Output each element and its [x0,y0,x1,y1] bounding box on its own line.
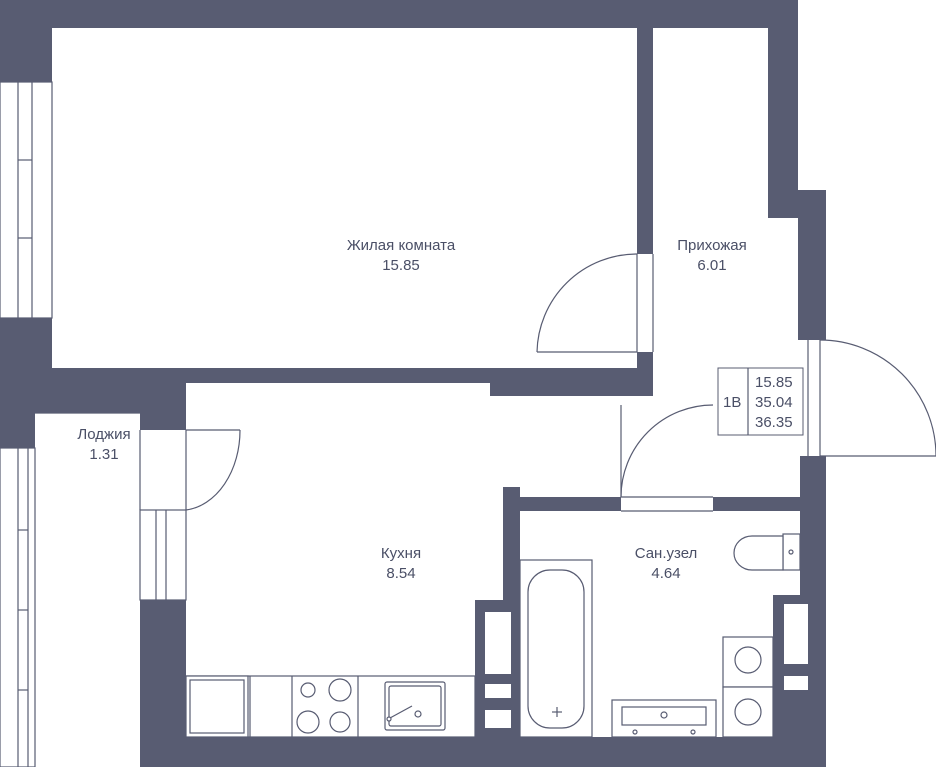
door-loggia [185,429,241,511]
bathroom-name: Сан.узел [635,545,698,562]
wall-outer-left-bottom [0,413,35,448]
loggia-name: Лоджия [77,426,130,443]
wall-living-bottom-step [490,368,652,396]
door-bathroom [620,404,714,512]
room-labels: Жилая комната 15.85 Прихожая 6.01 Лоджия… [77,237,746,582]
kitchen-fixtures [185,675,476,738]
kitchen-name: Кухня [381,545,421,562]
wall-outer-right-top [768,0,798,218]
shaft-details [485,604,808,728]
wall-partition-living-hall-top [637,28,653,254]
living-room-name: Жилая комната [347,237,456,254]
apartment-type: 1В [723,394,741,411]
hall-name: Прихожая [677,237,747,254]
toilet [733,533,801,571]
hall-area: 6.01 [697,257,726,274]
washbasin [611,699,717,738]
walls [0,0,826,767]
doors [185,253,936,512]
wall-outer-right-mid [798,190,826,340]
summary-living-area: 15.85 [755,374,793,391]
cooktop [296,678,352,734]
window-kitchen [139,509,187,601]
bath-fixtures [519,533,801,738]
windows [0,81,187,767]
door-living [536,253,654,353]
shaft-right-cell-2 [784,676,808,690]
wall-partition-living-hall-bottom [637,352,653,396]
wall-bath-top-right [713,497,813,511]
washing-machines [722,636,774,738]
bathroom-area: 4.64 [651,565,680,582]
summary-total-with-loggia: 36.35 [755,414,793,431]
wall-outer-top [0,0,798,28]
fridge-inner [189,679,245,734]
shaft-cell-1 [485,612,511,674]
door-entrance [807,339,936,457]
wall-outer-left-upper [0,0,52,82]
sink [384,681,446,731]
wall-bath-top-left [503,497,621,511]
shaft-cell-2 [485,684,511,698]
bathtub [519,559,593,738]
living-room-area: 15.85 [382,257,420,274]
area-summary: 1В 15.85 35.04 36.35 [717,367,804,436]
loggia-outline [35,412,141,510]
wall-outer-bottom [140,737,826,767]
loggia-area: 1.31 [89,446,118,463]
summary-total-area: 35.04 [755,394,793,411]
kitchen-area: 8.54 [386,565,415,582]
shaft-cell-3 [485,710,511,728]
shaft-right-cell-1 [784,604,808,664]
window-living [0,81,53,319]
